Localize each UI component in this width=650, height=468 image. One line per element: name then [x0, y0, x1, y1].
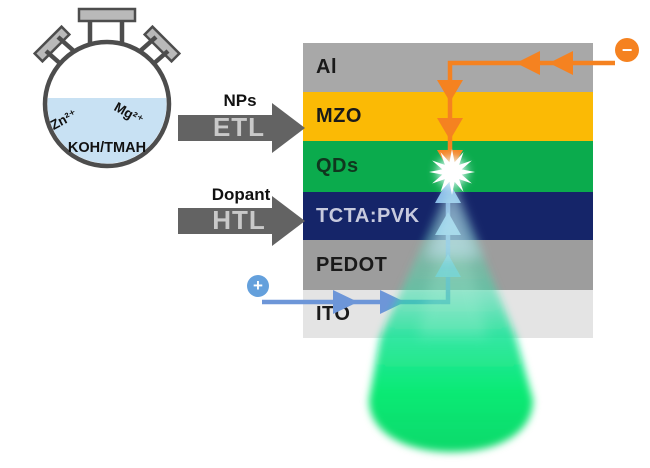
etl-arrow-top-label: NPs — [223, 91, 257, 110]
device-stack: Al MZO QDs TCTA:PVK PEDOT ITO — [303, 43, 593, 338]
layer-al: Al — [303, 43, 593, 92]
layer-pedot-label: PEDOT — [316, 253, 388, 276]
layer-mzo: MZO — [303, 92, 593, 141]
layer-qds-label: QDs — [316, 155, 359, 177]
flask-center-cap — [77, 7, 137, 23]
layer-mzo-label: MZO — [316, 105, 362, 127]
hole-terminal-icon: + — [247, 275, 269, 297]
etl-arrow-label: ETL — [212, 112, 266, 142]
flask-solution-label: KOH/TMAH — [67, 140, 147, 156]
layer-al-label: Al — [316, 56, 337, 78]
layer-ito: ITO — [303, 290, 593, 338]
flask-right-cap — [142, 24, 182, 64]
flask-ion-left-label: Zn²⁺ — [47, 106, 80, 133]
layer-qds: QDs — [303, 141, 593, 192]
layer-tcta-pvk-label: TCTA:PVK — [316, 204, 420, 227]
htl-arrow-label: HTL — [212, 205, 266, 235]
flask-left-cap — [32, 24, 72, 64]
electron-terminal-icon: − — [615, 38, 639, 62]
layer-ito-label: ITO — [316, 302, 351, 325]
htl-arrow-top-label: Dopant — [211, 185, 271, 204]
layer-tcta-pvk: TCTA:PVK — [303, 192, 593, 240]
layer-pedot: PEDOT — [303, 240, 593, 290]
flask-ion-right-label: Mg²⁺ — [111, 99, 147, 128]
